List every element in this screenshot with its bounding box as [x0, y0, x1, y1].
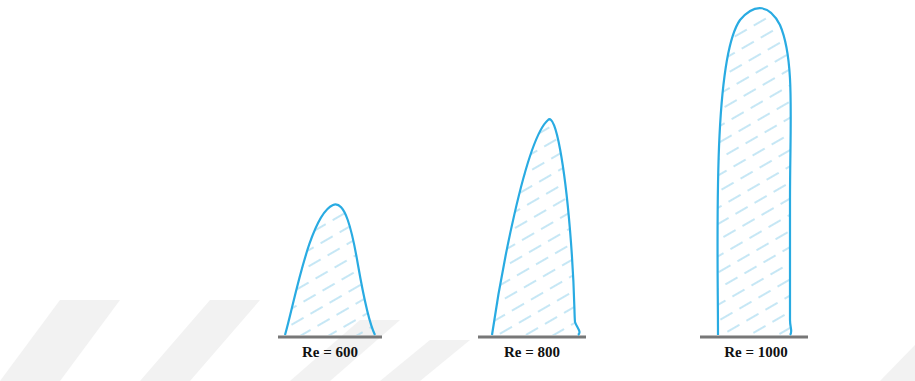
baselines — [278, 336, 808, 339]
plume-600 — [285, 204, 375, 335]
plume-1000 — [717, 8, 791, 335]
reynolds-label: Re = 600 — [302, 344, 358, 361]
plume-800 — [492, 119, 580, 335]
reynolds-label: Re = 1000 — [724, 344, 788, 361]
reynolds-label: Re = 800 — [504, 344, 560, 361]
